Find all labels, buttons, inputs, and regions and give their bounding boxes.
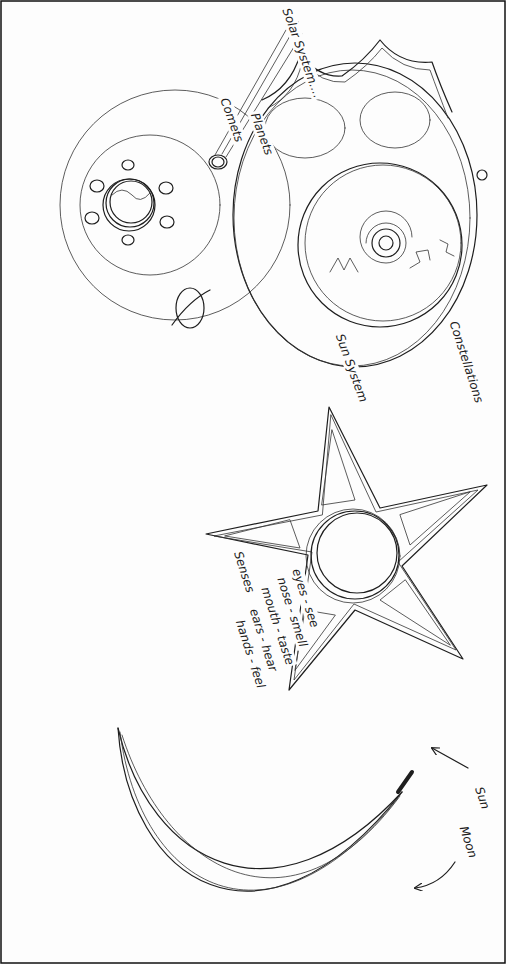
- senses-label: Senses: [230, 548, 258, 597]
- system-label: Sun System: [333, 330, 372, 406]
- constellations-label: Constellations: [446, 318, 487, 407]
- planets-label: Planets: [247, 109, 277, 159]
- solar-system-sketch: [60, 22, 302, 328]
- moon-crescent-sketch: [118, 728, 468, 891]
- sun-label: Sun: [471, 783, 493, 813]
- sun-system-sketch: [233, 40, 487, 367]
- system-label: Solar System....: [279, 4, 326, 101]
- comets-label: Comets: [217, 94, 247, 146]
- moon-label: Moon: [456, 822, 481, 861]
